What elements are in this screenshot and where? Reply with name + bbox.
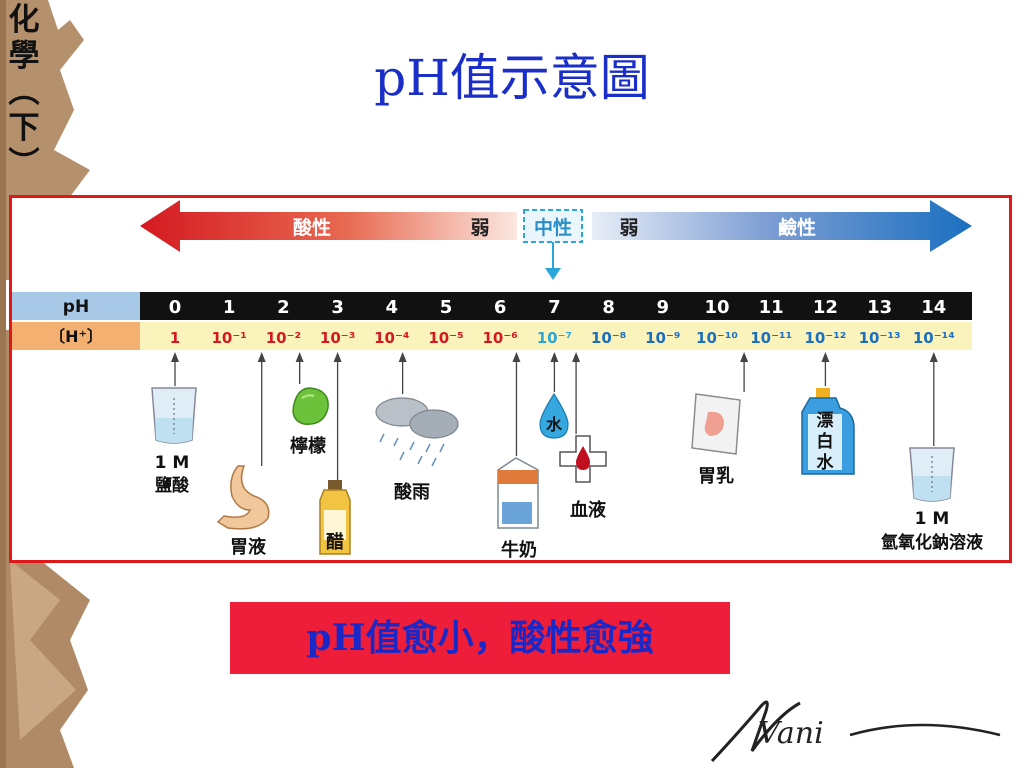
ph-value: 0 <box>169 297 182 318</box>
weak-base-label: 弱 <box>619 217 638 239</box>
h-concentration-value: 1 <box>170 329 180 347</box>
bleach-label-1: 漂 <box>817 411 834 431</box>
pointer-head-lemon <box>295 352 304 362</box>
caption: pH值愈小，酸性愈強 <box>306 617 654 659</box>
ph-value: 2 <box>277 297 290 318</box>
antacid-packet-icon <box>691 393 741 455</box>
h-concentration-value: 10⁻⁶ <box>483 329 518 347</box>
vinegar-label: 醋 <box>326 531 344 553</box>
lemon-label: 檸檬 <box>290 435 326 457</box>
h-concentration-value: 10⁻⁴ <box>374 329 409 347</box>
h-header-cell <box>12 322 140 350</box>
beaker-icon <box>909 447 955 502</box>
hcl-label-1: 1 M <box>155 453 190 473</box>
antacid-label: 胃乳 <box>698 466 734 487</box>
h-values: 1 10⁻¹ 10⁻² 10⁻³ 10⁻⁴ 10⁻⁵ 10⁻⁶ 10⁻⁷ 10⁻⁸ 10⁻⁹ 10⁻… <box>170 329 955 347</box>
acid-label: 酸性 <box>293 216 331 239</box>
ph-value: 11 <box>759 297 784 318</box>
h-concentration-value: 10⁻² <box>266 329 301 347</box>
rain-cloud-icon <box>375 397 459 467</box>
ph-value: 14 <box>921 297 946 318</box>
h-concentration-value: 10⁻¹⁴ <box>913 329 955 347</box>
ph-value: 10 <box>704 297 729 318</box>
h-concentration-value: 10⁻⁷ <box>537 329 572 347</box>
ph-value: 8 <box>602 297 615 318</box>
side-label: 化 學 ︵ 下 ︶ <box>8 2 40 182</box>
milk-label: 牛奶 <box>501 539 537 560</box>
signature-text: Vani <box>758 716 824 751</box>
neutral-box <box>523 209 583 243</box>
h-concentration-value: 10⁻¹³ <box>859 329 901 347</box>
h-header: 〔H⁺〕 <box>49 327 103 346</box>
vinegar-bottle-icon <box>319 480 351 555</box>
h-row <box>140 322 972 350</box>
acidrain-label: 酸雨 <box>394 481 430 503</box>
h-concentration-value: 10⁻¹⁰ <box>696 329 738 347</box>
bleach-bottle-icon <box>801 388 855 475</box>
ph-value: 5 <box>440 297 453 318</box>
blood-label: 血液 <box>570 499 607 521</box>
caption-box: pH值愈小，酸性愈強 <box>230 602 730 674</box>
pointer-head-milk <box>512 352 521 362</box>
ph-header-cell <box>12 292 140 320</box>
h-concentration-value: 10⁻¹ <box>212 329 247 347</box>
water-label: 水 <box>546 415 563 434</box>
acid-arrow <box>140 200 517 252</box>
base-label: 鹼性 <box>778 216 816 239</box>
h-concentration-value: 10⁻⁵ <box>428 329 463 347</box>
beaker-icon <box>151 387 197 444</box>
ph-value: 4 <box>386 297 399 318</box>
pointer-head-acidrain <box>398 352 407 362</box>
pointer-head-bleach <box>821 352 830 362</box>
bleach-label-3: 水 <box>817 452 835 473</box>
water-drop-icon <box>539 392 569 439</box>
base-arrow <box>592 200 972 252</box>
hcl-label-2: 鹽酸 <box>155 475 190 496</box>
naoh-label-1: 1 M <box>915 509 950 529</box>
signature: Vani <box>710 700 1001 763</box>
ph-header: pH <box>63 297 89 317</box>
substance-pointers <box>171 352 938 480</box>
stomach-icon <box>216 465 270 530</box>
milk-carton-icon <box>497 457 539 529</box>
weak-acid-label: 弱 <box>470 217 489 239</box>
pointer-head-blood <box>572 352 581 362</box>
ph-value: 3 <box>331 297 344 318</box>
pointer-head-antacid <box>740 352 749 362</box>
blood-cross-icon <box>559 435 607 483</box>
page-title: pH值示意圖 <box>374 49 650 107</box>
h-concentration-value: 10⁻¹¹ <box>750 329 792 347</box>
ph-value: 7 <box>548 297 561 318</box>
h-concentration-value: 10⁻⁸ <box>591 329 626 347</box>
pointer-head-naoh <box>929 352 938 362</box>
pointer-head-gastric <box>257 352 266 362</box>
ph-value: 9 <box>657 297 670 318</box>
naoh-label-2: 氫氧化鈉溶液 <box>881 532 983 553</box>
h-concentration-value: 10⁻⁹ <box>645 329 680 347</box>
ph-value: 1 <box>223 297 236 318</box>
neutral-label: 中性 <box>534 216 572 239</box>
bleach-label-2: 白 <box>817 431 834 452</box>
ph-row <box>140 292 972 320</box>
ph-value: 12 <box>813 297 838 318</box>
gastric-label: 胃液 <box>230 536 267 558</box>
pointer-head-hcl <box>171 352 179 362</box>
lemon-icon <box>292 387 329 425</box>
h-concentration-value: 10⁻¹² <box>804 329 846 347</box>
pointer-head-vinegar <box>333 352 342 362</box>
ph-value: 13 <box>867 297 892 318</box>
pointer-head-water <box>550 352 559 362</box>
ph-value: 6 <box>494 297 507 318</box>
h-concentration-value: 10⁻³ <box>320 329 355 347</box>
